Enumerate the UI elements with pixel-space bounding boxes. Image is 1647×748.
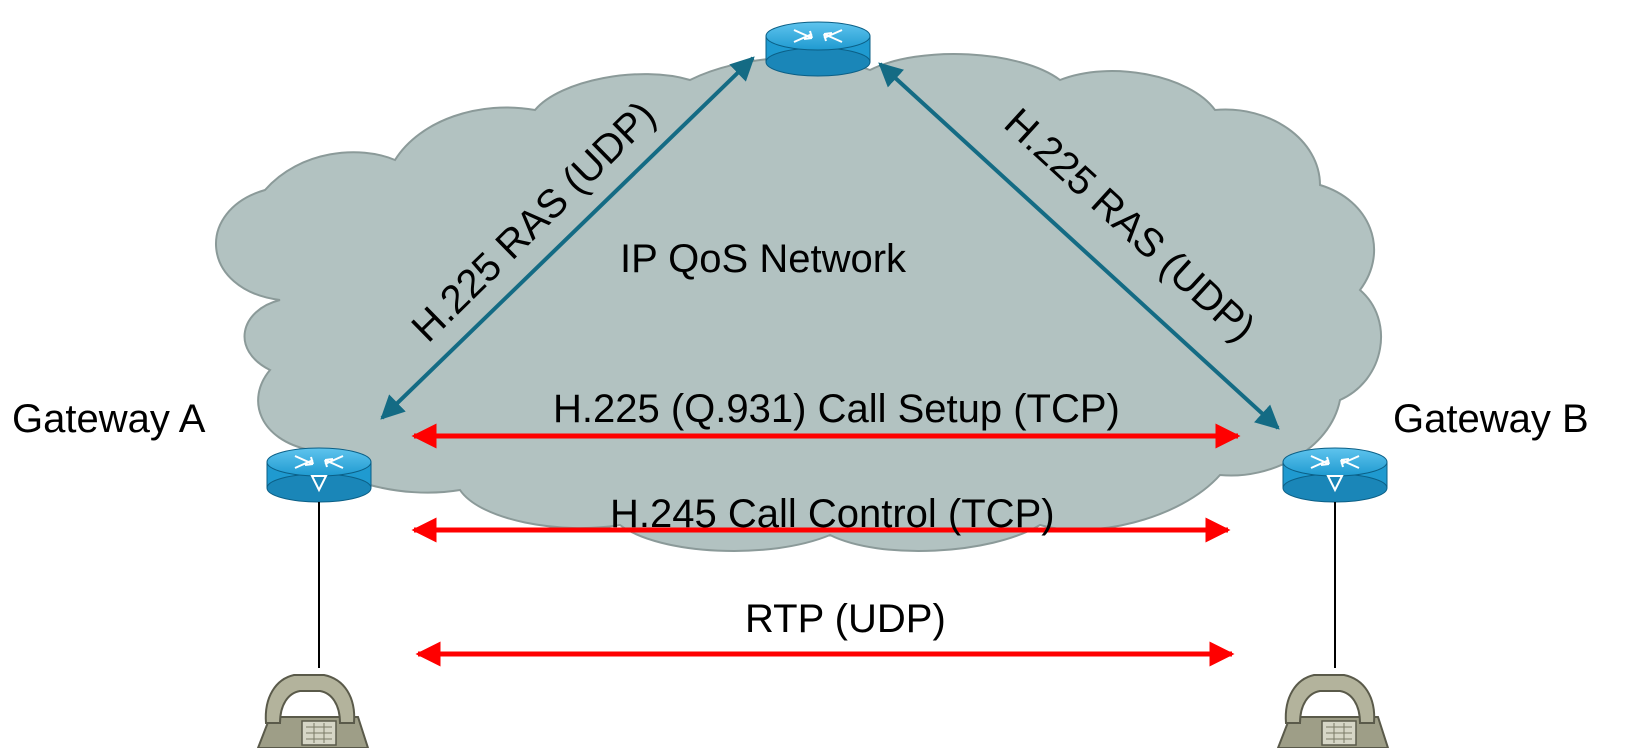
gateway-b-router-icon: [1282, 447, 1388, 503]
ras-right-arrow: [878, 62, 1280, 430]
gatekeeper-router-icon: [765, 21, 871, 77]
ras-left-arrow: [380, 56, 755, 420]
network-label: IP QoS Network: [620, 237, 907, 281]
phone-b-icon: [1276, 674, 1390, 748]
gateway-b-label: Gateway B: [1393, 397, 1589, 441]
call-setup-label: H.225 (Q.931) Call Setup (TCP): [553, 387, 1120, 431]
rtp-label: RTP (UDP): [745, 597, 946, 641]
gateway-a-router-icon: [266, 447, 372, 503]
call-control-label: H.245 Call Control (TCP): [610, 492, 1055, 536]
phone-a-icon: [256, 674, 370, 748]
gateway-a-label: Gateway A: [12, 397, 206, 441]
